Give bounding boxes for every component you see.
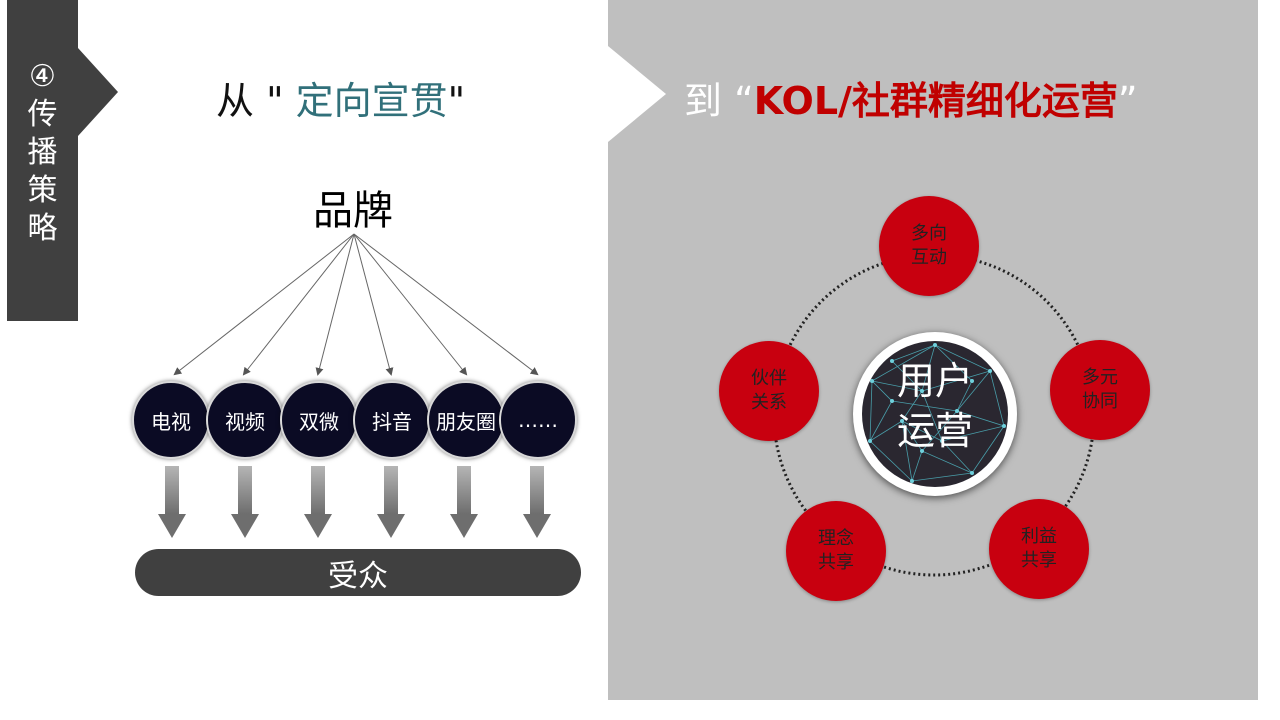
title-to: 到 “KOL/社群精细化运营” [684, 70, 1138, 125]
node-label-2: 共享 [818, 552, 854, 573]
title-to-accent: KOL/社群精细化运营 [753, 79, 1118, 123]
section-number: ④ [29, 59, 56, 94]
hub-line-2: 运营 [896, 409, 973, 453]
channel-weibo-wechat: 双微 [280, 381, 358, 459]
node-label-1: 利益 [1021, 526, 1057, 547]
down-arrow-icon [231, 466, 259, 540]
node-label-2: 共享 [1021, 550, 1057, 571]
network-mesh-icon [868, 343, 1006, 483]
audience-bar: 受众 [135, 549, 581, 596]
connector-line [353, 233, 394, 376]
down-arrow-icon [158, 466, 186, 540]
chevron-divider [608, 46, 666, 142]
connector-line [173, 233, 355, 376]
connector-line [353, 233, 468, 376]
title-from-accent: 定向宣贯 [295, 79, 448, 123]
channel-video: 视频 [206, 381, 284, 459]
title-from: 从 " 定向宣贯" [216, 70, 465, 125]
hub-core [862, 341, 1008, 487]
section-char-4: 略 [27, 211, 58, 246]
connector-line [315, 233, 355, 376]
down-arrow-icon [450, 466, 478, 540]
title-from-prefix: 从 " [216, 79, 296, 123]
title-from-suffix: " [447, 79, 466, 123]
down-arrow-icon [304, 466, 332, 540]
node-label-2: 协同 [1082, 391, 1118, 412]
node-label-2: 互动 [911, 247, 947, 268]
hub-line-1: 用户 [896, 359, 973, 403]
channel-moments: 朋友圈 [427, 381, 505, 459]
hub-label: 用户 运营 [862, 356, 1008, 456]
node-shared-ideas: 理念 共享 [786, 501, 886, 601]
node-shared-benefits: 利益 共享 [989, 499, 1089, 599]
node-partnership: 伙伴 关系 [719, 341, 819, 441]
down-arrow-icon [523, 466, 551, 540]
node-label-2: 关系 [751, 392, 787, 413]
node-label-1: 伙伴 [751, 368, 787, 389]
node-label-1: 多元 [1082, 367, 1118, 388]
node-multi-interaction: 多向 互动 [879, 196, 979, 296]
channel-more: …… [499, 381, 577, 459]
section-tab-arrow [78, 48, 118, 136]
channel-douyin: 抖音 [353, 381, 431, 459]
title-to-prefix: 到 “ [684, 79, 754, 123]
section-char-2: 播 [27, 135, 58, 170]
node-multi-collaboration: 多元 协同 [1050, 340, 1150, 440]
brand-label: 品牌 [313, 188, 393, 234]
channel-tv: 电视 [132, 381, 210, 459]
section-char-3: 策 [27, 173, 58, 208]
section-char-1: 传 [27, 97, 58, 132]
section-tab: ④ 传 播 策 略 [7, 0, 78, 321]
connector-line [353, 233, 539, 376]
down-arrow-icon [377, 466, 405, 540]
connector-line [242, 233, 355, 376]
title-to-suffix: ” [1117, 79, 1138, 123]
node-label-1: 理念 [818, 528, 854, 549]
node-label-1: 多向 [911, 223, 947, 244]
